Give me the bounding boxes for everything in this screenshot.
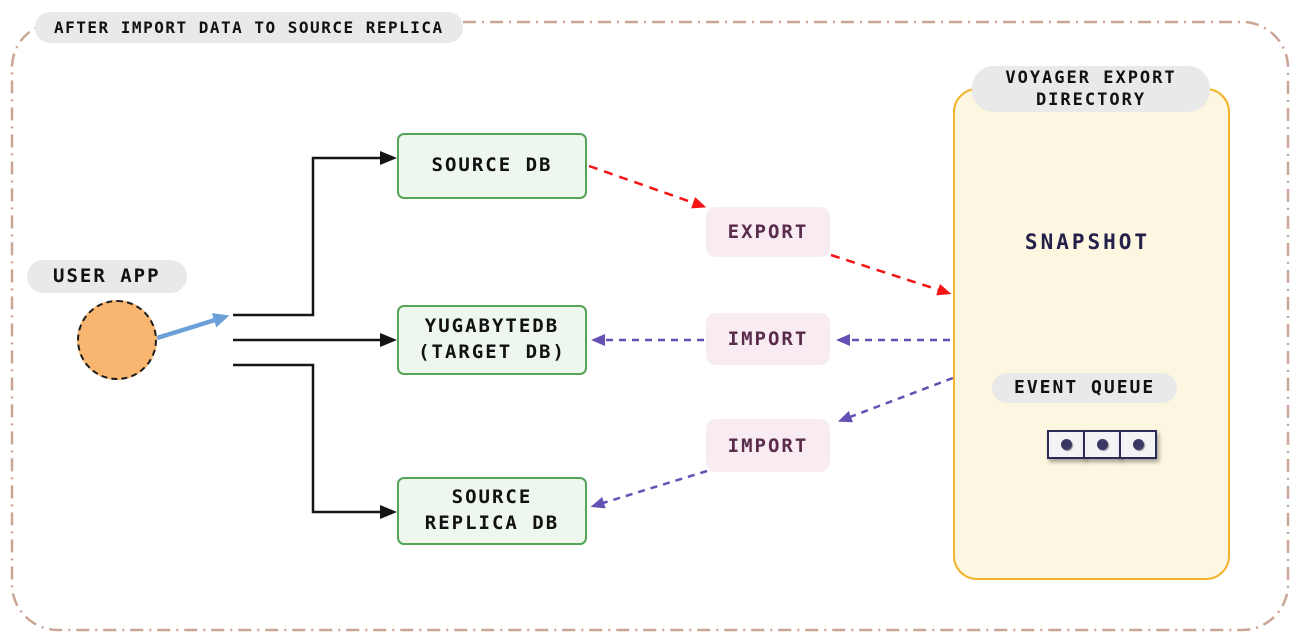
branch-line-source-db <box>233 151 397 317</box>
edge-label-export: EXPORT <box>706 207 830 257</box>
queue-cell <box>1047 430 1085 459</box>
user-app-circle <box>77 300 157 380</box>
export-arrow-label-to-panel <box>830 253 952 296</box>
node-source-replica-db-label-line2: REPLICA DB <box>424 512 560 534</box>
voyager-panel-title-line2: DIRECTORY <box>1035 90 1147 110</box>
diagram-frame <box>10 20 1290 632</box>
user-app-arrow <box>156 313 230 341</box>
node-source-replica-db-label-line1: SOURCE <box>451 486 533 509</box>
node-source-replica-db: SOURCE REPLICA DB <box>397 477 587 545</box>
export-arrow-source-to-label <box>588 164 707 209</box>
node-target-db-label-line2: (TARGET DB) <box>418 341 566 363</box>
import-arrow-panel-to-label-bottom <box>837 376 954 423</box>
queue-item-dot <box>1060 439 1072 450</box>
queue-cell <box>1119 430 1157 459</box>
queue-cell <box>1083 430 1121 459</box>
queue-item-dot <box>1096 439 1108 450</box>
node-target-db: YUGABYTEDB (TARGET DB) <box>397 305 587 375</box>
user-app-label: USER APP <box>27 260 187 293</box>
voyager-panel-title-line1: VOYAGER EXPORT <box>1005 67 1177 88</box>
node-source-db: SOURCE DB <box>397 133 587 199</box>
node-target-db-label-line1: YUGABYTEDB <box>424 315 560 338</box>
snapshot-label: SNAPSHOT <box>1024 230 1151 254</box>
voyager-panel-title: VOYAGER EXPORT DIRECTORY <box>972 66 1210 112</box>
queue-icon <box>1047 430 1157 459</box>
node-source-db-label: SOURCE DB <box>431 154 553 177</box>
import-arrow-label-to-replica <box>590 469 708 509</box>
voyager-export-directory-panel <box>953 88 1230 580</box>
event-queue-label: EVENT QUEUE <box>992 373 1178 403</box>
branch-line-source-replica-db <box>233 363 397 519</box>
queue-item-dot <box>1132 439 1144 450</box>
edge-label-import-replica: IMPORT <box>706 419 830 472</box>
diagram-title: AFTER IMPORT DATA TO SOURCE REPLICA <box>35 12 463 43</box>
edge-label-import-target: IMPORT <box>706 313 830 365</box>
